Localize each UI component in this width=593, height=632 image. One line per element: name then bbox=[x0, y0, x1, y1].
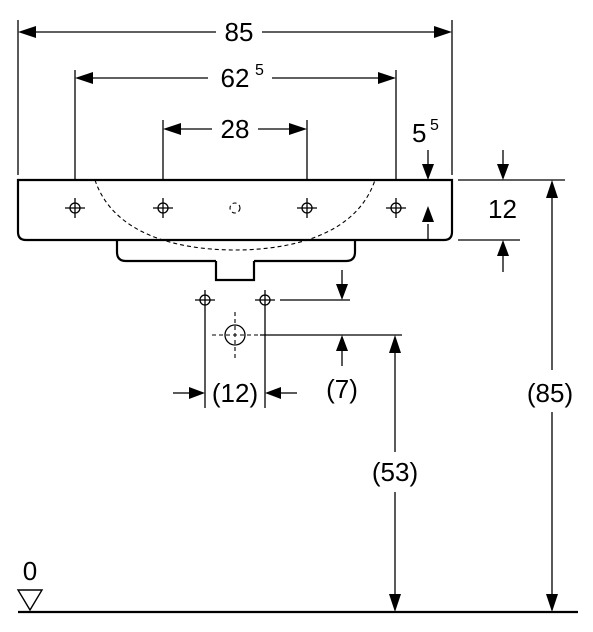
total-height-label: (85) bbox=[527, 378, 573, 408]
dimension-tap-holes-outer: 62 5 bbox=[74, 62, 397, 180]
fixing-hole-icon bbox=[195, 290, 215, 310]
dimension-total-height: (85) bbox=[527, 180, 573, 612]
tap-hole-icon bbox=[386, 198, 406, 218]
rim-height-label: 12 bbox=[488, 194, 517, 224]
tap-holes-outer-label: 62 bbox=[221, 63, 250, 93]
rim-offset-label: 5 bbox=[412, 118, 426, 148]
floor-level-label: 0 bbox=[23, 556, 37, 586]
fixing-hole-icon bbox=[255, 290, 275, 310]
tap-hole-icon bbox=[297, 198, 317, 218]
dimension-overall-width: 85 bbox=[17, 17, 453, 175]
tap-hole-icon bbox=[65, 198, 85, 218]
tap-hole-icon bbox=[153, 198, 173, 218]
wall-fixing-markers bbox=[195, 290, 402, 408]
overall-width-label: 85 bbox=[225, 17, 254, 47]
drain-height-label: (53) bbox=[372, 457, 418, 487]
sink-body bbox=[16, 178, 454, 282]
datum-triangle-icon bbox=[16, 589, 44, 612]
tap-holes-outer-superscript: 5 bbox=[255, 62, 264, 79]
dimension-fixing-spacing: (12) bbox=[173, 378, 297, 408]
tap-holes-inner-label: 28 bbox=[221, 114, 250, 144]
rim-offset-superscript: 5 bbox=[430, 117, 439, 134]
fixing-spacing-label: (12) bbox=[212, 378, 258, 408]
fixing-offset-label: (7) bbox=[326, 374, 358, 404]
dimension-rim-height: 12 bbox=[458, 150, 565, 272]
dimension-fixing-offset: (7) bbox=[326, 270, 358, 404]
tap-hole-markers bbox=[65, 198, 406, 218]
dimension-rim-offset: 5 5 bbox=[412, 117, 439, 240]
waste-outlet-icon bbox=[212, 312, 258, 358]
overflow-hole-icon bbox=[229, 202, 241, 214]
dimension-drain-height: (53) bbox=[372, 335, 418, 612]
dimension-tap-holes-inner: 28 bbox=[162, 114, 308, 180]
floor-reference: 0 bbox=[16, 556, 578, 614]
